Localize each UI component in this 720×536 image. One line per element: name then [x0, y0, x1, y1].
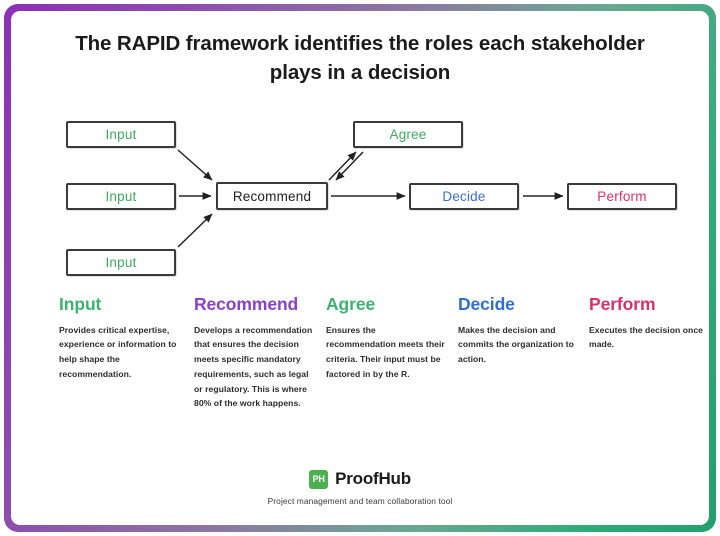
- node-perform[interactable]: Perform: [567, 183, 677, 210]
- node-label: Input: [105, 127, 137, 142]
- legend-heading-perform: Perform: [589, 294, 656, 314]
- page-title: The RAPID framework identifies the roles…: [75, 32, 645, 85]
- legend-body-input: Provides critical expertise, experience …: [59, 324, 177, 379]
- arrow-input3-recommend: [177, 213, 213, 248]
- node-label: Agree: [389, 127, 427, 142]
- legend-body-perform: Executes the decision once made.: [589, 324, 704, 350]
- node-agree[interactable]: Agree: [353, 121, 463, 148]
- flow-diagram: Input Input Input Recommend Agree Decide…: [11, 11, 709, 525]
- legend-body-recommend: Develops a recommendation that ensures t…: [194, 324, 313, 409]
- legend-body-decide: Makes the decision and commits the organ…: [458, 324, 574, 365]
- legend-column-agree: Agree Ensures the recommendation meets t…: [326, 294, 448, 382]
- footer-tagline: Project management and team collaboratio…: [267, 496, 453, 506]
- legend-column-input: Input Provides critical expertise, exper…: [59, 294, 184, 382]
- proofhub-logo[interactable]: PH ProofHub: [309, 469, 411, 489]
- legend-heading-recommend: Recommend: [194, 294, 299, 314]
- node-label: Decide: [442, 189, 486, 204]
- legend-column-recommend: Recommend Develops a recommendation that…: [194, 294, 314, 411]
- node-label: Recommend: [232, 188, 312, 204]
- node-input-2[interactable]: Input: [66, 183, 176, 210]
- proofhub-badge-icon: PH: [309, 469, 329, 489]
- legend-heading-input: Input: [59, 294, 102, 314]
- arrow-recommend-agree: [328, 151, 357, 181]
- legend-body-agree: Ensures the recommendation meets their c…: [326, 324, 445, 379]
- legend-heading-agree: Agree: [326, 294, 376, 314]
- legend-column-perform: Perform Executes the decision once made.: [589, 294, 709, 352]
- gradient-frame: The RAPID framework identifies the roles…: [4, 4, 716, 532]
- node-input-1[interactable]: Input: [66, 121, 176, 148]
- legend-column-decide: Decide Makes the decision and commits th…: [458, 294, 582, 367]
- arrow-agree-recommend: [335, 151, 364, 181]
- node-label: Perform: [597, 189, 647, 204]
- arrow-input1-recommend: [177, 149, 213, 181]
- infographic-card: The RAPID framework identifies the roles…: [11, 11, 709, 525]
- node-recommend[interactable]: Recommend: [216, 182, 328, 210]
- legend-heading-decide: Decide: [458, 294, 515, 314]
- footer: PH ProofHub Project management and team …: [11, 469, 709, 506]
- node-decide[interactable]: Decide: [409, 183, 519, 210]
- node-label: Input: [105, 255, 137, 270]
- proofhub-wordmark: ProofHub: [335, 469, 411, 488]
- node-label: Input: [105, 189, 137, 204]
- node-input-3[interactable]: Input: [66, 249, 176, 276]
